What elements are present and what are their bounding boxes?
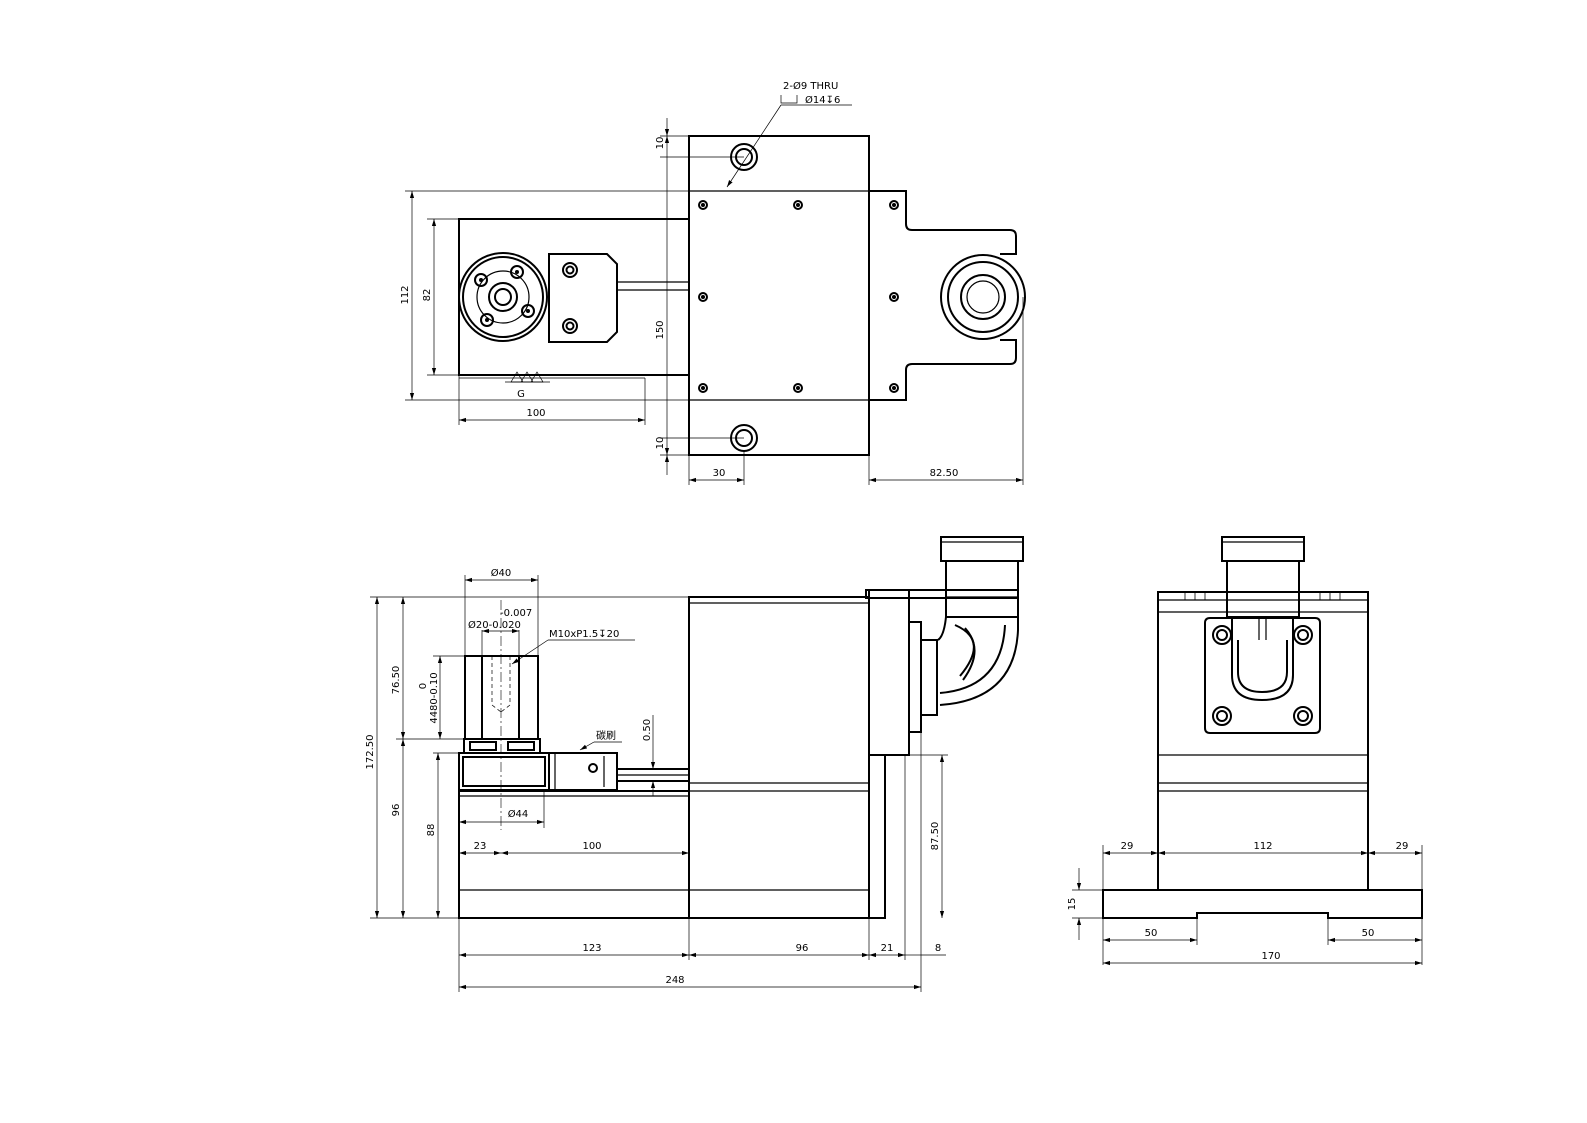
thread-callout: M10xP1.5↧20 — [549, 629, 619, 640]
carbon-brush-body — [548, 752, 618, 791]
right-support — [869, 754, 886, 919]
dim-96-left: 96 — [391, 804, 402, 817]
bolt-holes — [698, 200, 899, 393]
main-block-outline — [688, 135, 870, 456]
dim-50-right: 50 — [1362, 928, 1375, 939]
brush-holder — [548, 253, 618, 343]
dim-123: 123 — [582, 943, 601, 954]
rotor-assembly — [458, 252, 548, 342]
dim-23: 23 — [474, 841, 487, 852]
dim-44-tol: 4480-0.10 — [429, 672, 440, 723]
dim-150: 150 — [655, 320, 666, 339]
dim-dia-20-tol: Ø20-0.020 — [468, 619, 521, 631]
tol-upper: -0.007 — [500, 608, 532, 619]
dim-170: 170 — [1261, 951, 1280, 962]
dim-50-left: 50 — [1145, 928, 1158, 939]
dim-30: 30 — [713, 468, 726, 479]
dim-172-50: 172.50 — [365, 735, 376, 770]
dim-96-bottom: 96 — [796, 943, 809, 954]
dim-100-top: 100 — [526, 408, 545, 419]
dim-8: 8 — [935, 943, 941, 954]
hole-callout-line1: 2-Ø9 THRU — [783, 80, 838, 92]
dim-100-front: 100 — [582, 841, 601, 852]
dim-15: 15 — [1067, 898, 1078, 911]
surface-finish-symbol — [459, 371, 645, 383]
dim-10-top: 10 — [655, 137, 666, 150]
dim-82-50: 82.50 — [930, 468, 959, 479]
dim-88: 88 — [426, 824, 437, 837]
left-base-plate — [458, 218, 690, 376]
side-base — [1102, 889, 1423, 919]
front-base-left — [458, 790, 690, 919]
dim-dia-40: Ø40 — [491, 567, 512, 579]
front-view: Ø40 -0.007 Ø20-0.020 M10xP1.5↧20 172.50 … — [365, 536, 1024, 992]
dim-21: 21 — [881, 943, 894, 954]
motor-elbow — [937, 536, 1024, 706]
right-flange — [869, 190, 1017, 401]
dim-76-50: 76.50 — [391, 666, 402, 695]
top-view: G 112 82 150 10 10 100 30 — [400, 80, 1026, 485]
dim-112: 112 — [400, 285, 411, 304]
dim-29-left: 29 — [1121, 841, 1134, 852]
side-flange — [1204, 617, 1321, 734]
front-main-body — [688, 596, 870, 919]
side-motor-cap — [1221, 536, 1305, 562]
hole-callout-line2: Ø14↧6 — [805, 94, 840, 106]
dim-248: 248 — [665, 975, 684, 986]
dim-dia-44: Ø44 — [508, 808, 529, 820]
side-body — [1157, 591, 1369, 891]
side-view: 29 112 29 15 50 50 170 — [1067, 536, 1423, 966]
dim-0-50: 0.50 — [642, 719, 653, 741]
dim-29-right: 29 — [1396, 841, 1409, 852]
dim-82: 82 — [422, 289, 433, 302]
dim-87-50: 87.50 — [930, 822, 941, 851]
grind-label: G — [517, 389, 525, 400]
dim-112-side: 112 — [1253, 841, 1272, 852]
dim-10-bottom: 10 — [655, 437, 666, 450]
tol-zero: 0 — [418, 683, 429, 689]
brush-label: 碳刷 — [596, 729, 616, 742]
